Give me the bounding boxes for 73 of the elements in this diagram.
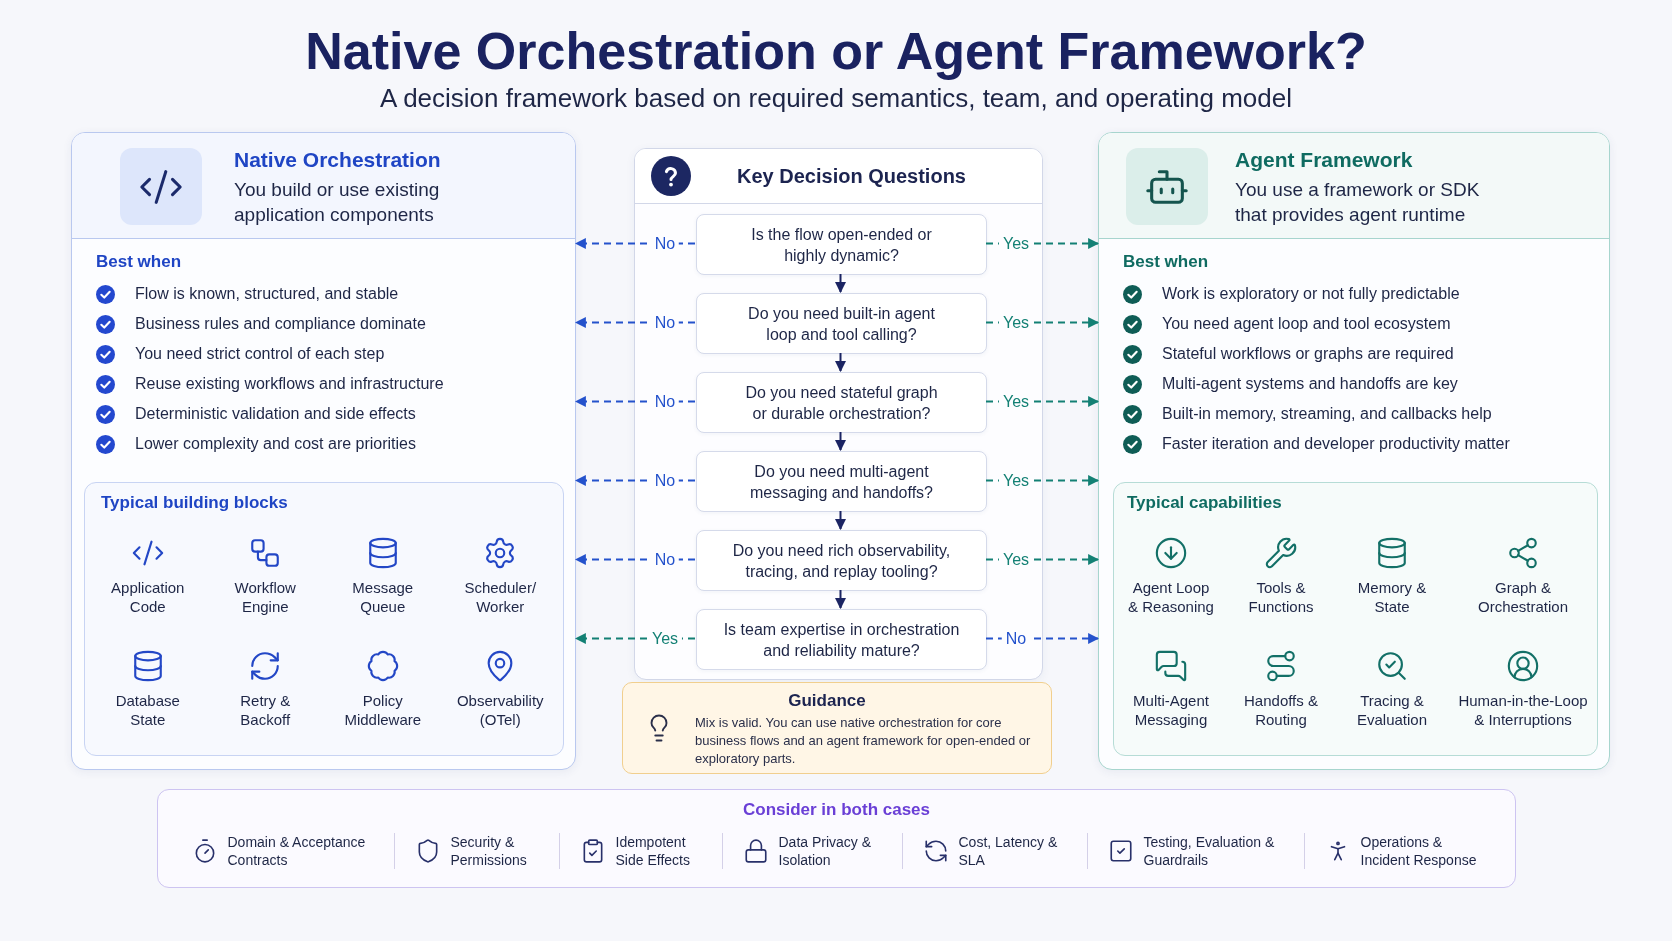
option-panel	[1098, 132, 1610, 770]
criterion-text: Built-in memory, streaming, and callbacks help	[1162, 404, 1492, 424]
question-text: Is team expertise in orchestration and reliability mature?	[722, 619, 961, 661]
panel-subtitle: You build or use existing application components	[234, 178, 441, 227]
item-label: Application Code	[110, 578, 186, 616]
question-text: Do you need stateful graph or durable orchestration?	[744, 382, 939, 424]
question-box	[696, 451, 987, 512]
criterion-text: Multi-agent systems and handoffs are key	[1162, 374, 1458, 394]
consideration-text: Idempotent Side Effects	[615, 833, 691, 869]
item-label: Policy Middleware	[343, 691, 423, 729]
criterion-text: Deterministic validation and side effects	[135, 404, 416, 424]
bar-title: Consider in both cases	[742, 799, 930, 821]
question-text: Do you need multi-agent messaging and handoffs?	[749, 461, 934, 503]
option-panel	[71, 132, 576, 770]
item-label: Memory & State	[1356, 578, 1428, 616]
question-box	[696, 293, 987, 354]
consideration-text: Testing, Evaluation & Guardrails	[1143, 833, 1276, 869]
item-label: Agent Loop & Reasoning	[1127, 578, 1215, 616]
consideration-text: Cost, Latency & SLA	[958, 833, 1059, 869]
question-box	[696, 530, 987, 591]
criterion-text: Lower complexity and cost are priorities	[135, 434, 416, 454]
arrow	[835, 510, 846, 531]
consideration-text: Security & Permissions	[450, 833, 528, 869]
question-panel	[634, 148, 1043, 680]
item-label: Scheduler/ Worker	[463, 578, 538, 616]
criterion-text: Faster iteration and developer productivity matter	[1162, 434, 1510, 454]
arrow	[835, 352, 846, 373]
section-heading: Best when	[96, 251, 182, 273]
arrow	[835, 589, 846, 610]
question-text: Do you need rich observability, tracing, and replay tooling?	[731, 540, 952, 582]
feature-group-box	[84, 482, 564, 756]
panel-title: Key Decision Questions	[737, 164, 966, 189]
guidance-title: Guidance	[788, 690, 866, 712]
question-box	[696, 372, 987, 433]
feature-group-box	[1113, 482, 1598, 756]
item-label: Graph & Orchestration	[1476, 578, 1569, 616]
item-label: Multi-Agent Messaging	[1132, 691, 1210, 729]
item-label: Tools & Functions	[1247, 578, 1315, 616]
arrow	[835, 273, 846, 294]
item-label: Handoffs & Routing	[1243, 691, 1319, 729]
item-label: Message Queue	[351, 578, 415, 616]
consideration-text: Data Privacy & Isolation	[778, 833, 873, 869]
panel-title: Agent Framework	[1235, 147, 1414, 173]
question-text: Is the flow open-ended or highly dynamic?	[750, 224, 933, 266]
item-label: Tracing & Evaluation	[1355, 691, 1429, 729]
criterion-text: Stateful workflows or graphs are required	[1162, 344, 1454, 364]
criterion-text: Flow is known, structured, and stable	[135, 284, 399, 304]
panel-subtitle: You use a framework or SDK that provides agent runtime	[1235, 178, 1481, 227]
consideration-text: Operations & Incident Response	[1360, 833, 1478, 869]
section-heading: Best when	[1123, 251, 1209, 273]
section-heading: Typical building blocks	[101, 492, 288, 514]
item-label: Database State	[114, 691, 181, 729]
item-label: Human-in-the-Loop & Interruptions	[1457, 691, 1589, 729]
arrow	[835, 431, 846, 452]
criterion-text: Work is exploratory or not fully predictable	[1162, 284, 1460, 304]
diagram-title: Native Orchestration or Agent Framework?	[305, 21, 1367, 82]
question-box	[696, 609, 987, 670]
panel-title: Native Orchestration	[234, 147, 442, 173]
considerations-bar	[157, 789, 1516, 888]
criterion-text: Reuse existing workflows and infrastructure	[135, 374, 444, 394]
item-label: Workflow Engine	[233, 578, 297, 616]
question-box	[696, 214, 987, 275]
guidance-box	[622, 682, 1052, 774]
item-label: Retry & Backoff	[239, 691, 292, 729]
consideration-text: Domain & Acceptance Contracts	[227, 833, 367, 869]
criterion-text: You need agent loop and tool ecosystem	[1162, 314, 1451, 334]
question-text: Do you need built-in agent loop and tool calling?	[747, 303, 936, 345]
guidance-text: Mix is valid. You can use native orchestration for core business flows and an agent framework for open-ended or exploratory parts.	[695, 714, 1032, 768]
section-heading: Typical capabilities	[1127, 492, 1282, 514]
criterion-text: Business rules and compliance dominate	[135, 314, 426, 334]
subtitle: A decision framework based on required semantics, team, and operating model	[380, 82, 1292, 115]
item-label: Observability (OTel)	[455, 691, 545, 729]
criterion-text: You need strict control of each step	[135, 344, 385, 364]
